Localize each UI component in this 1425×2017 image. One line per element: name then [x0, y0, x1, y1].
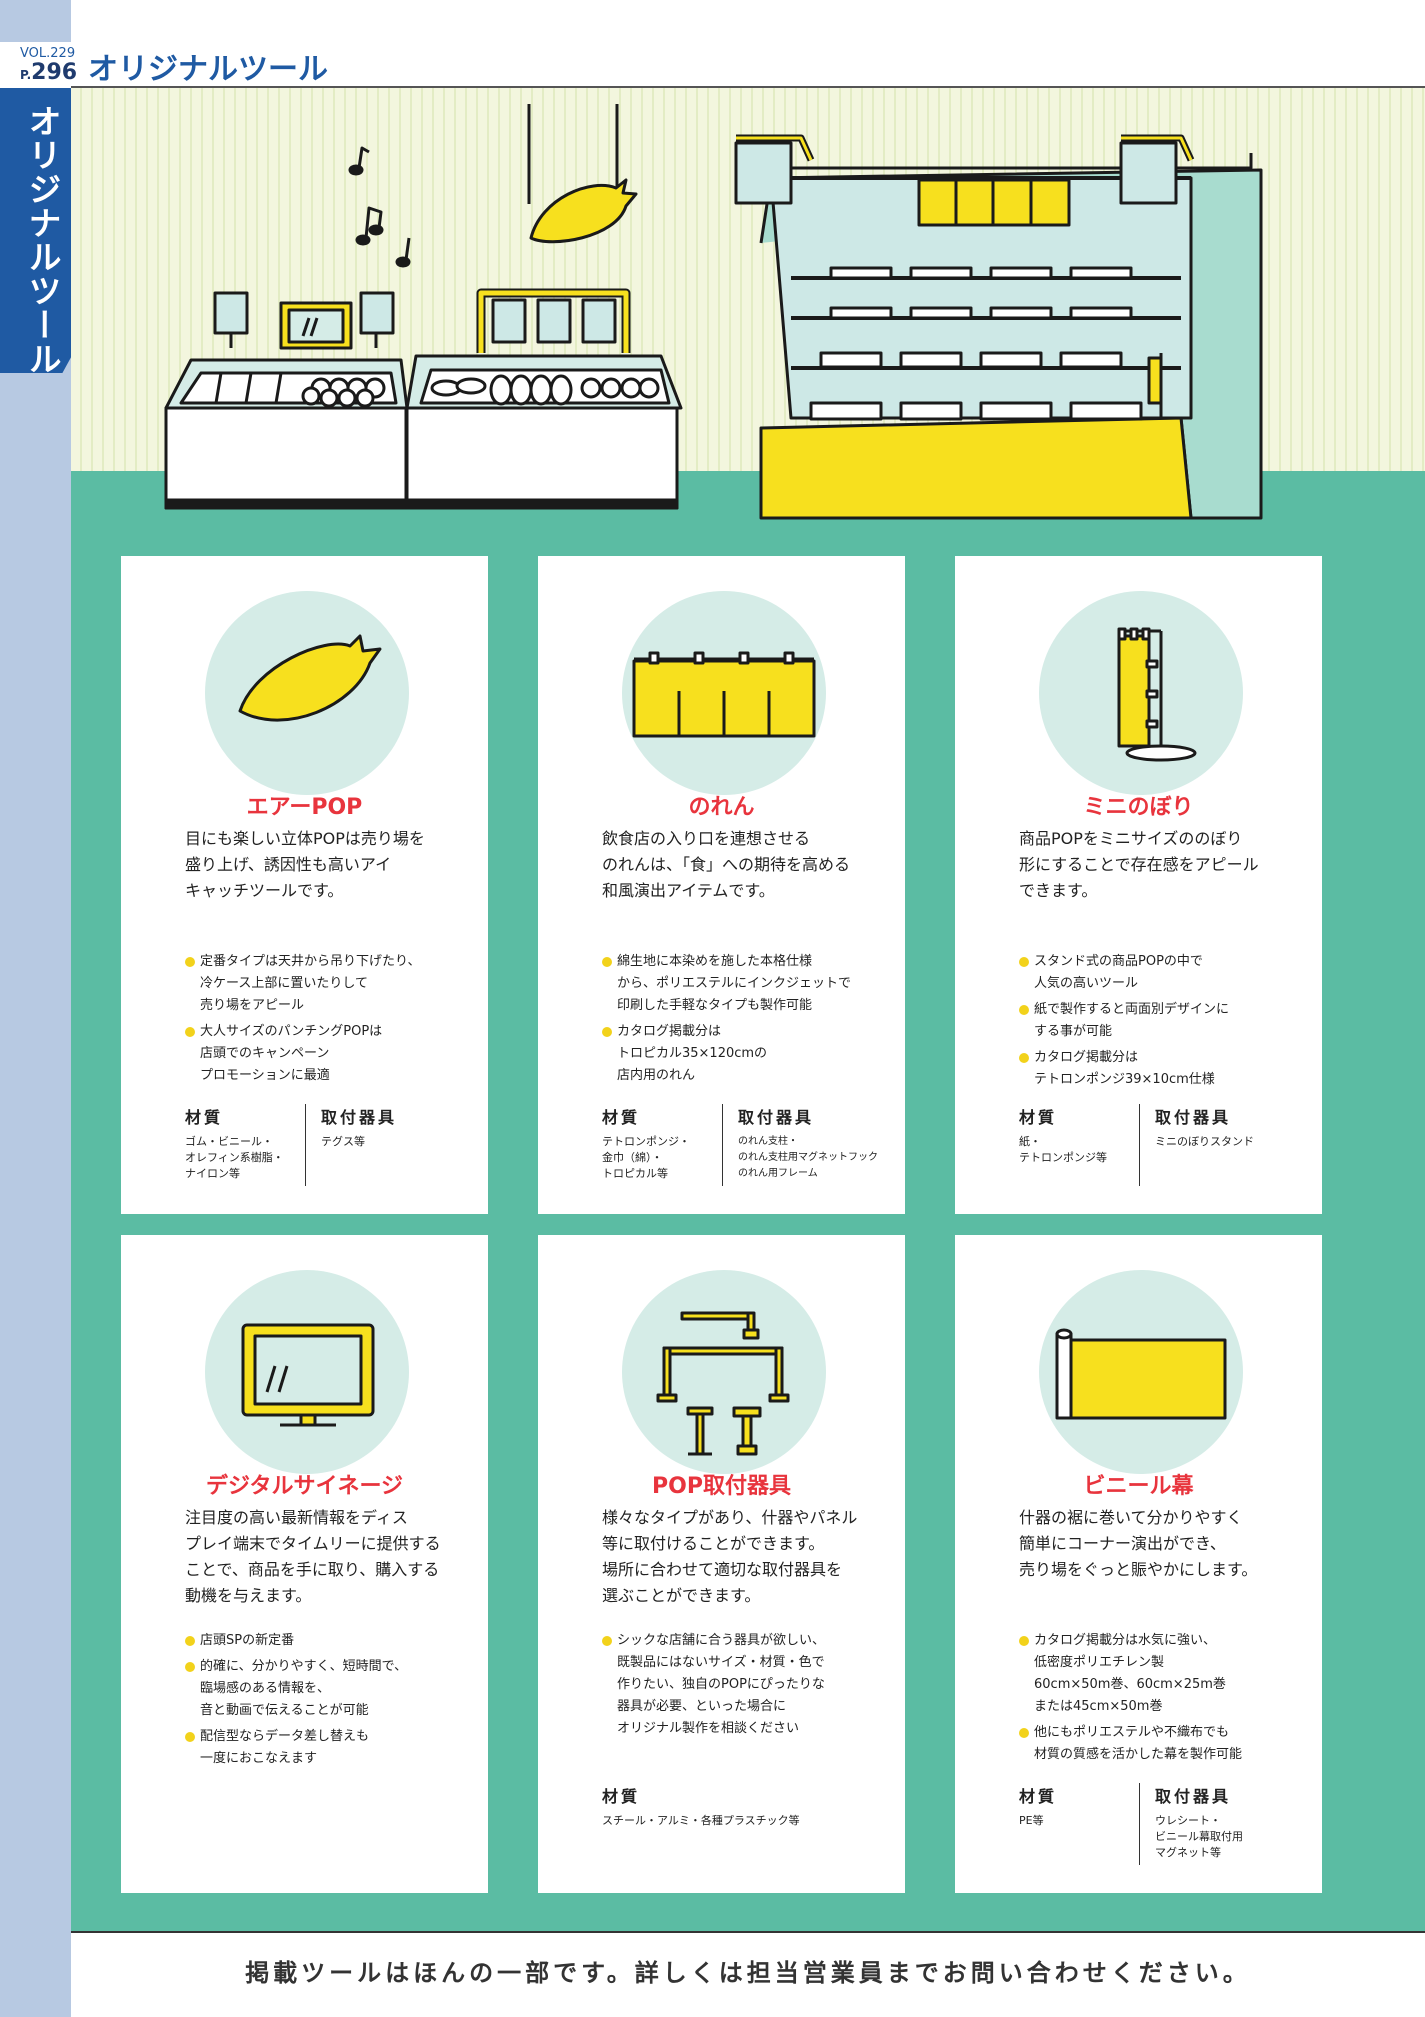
mini-nobori-icon-circle: [1039, 591, 1243, 795]
air-pop-icon: [238, 634, 382, 722]
card-description: 商品POPをミニサイズののぼり形にすることで存在感をアピールできます。: [1019, 829, 1259, 900]
card-digital-signage: デジタルサイネージ 注目度の高い最新情報をディスプレイ端末でタイムリーに提供する…: [121, 1235, 488, 1893]
card-title: ミニのぼり: [1083, 795, 1194, 820]
music-notes-icon: [348, 146, 411, 268]
material-value: ゴム・ビニール・オレフィン系樹脂・ナイロン等: [185, 1135, 284, 1180]
volume-box: [0, 42, 72, 88]
produce-case-left: [164, 291, 409, 510]
material-heading: 材質: [1019, 1108, 1058, 1127]
card-spec: 材質スチール・アルミ・各種プラスチック等: [602, 1783, 862, 1865]
material-value: テトロンポンジ・金巾（綿）・トロピカル等: [602, 1135, 690, 1180]
footer-note: 掲載ツールはほんの一部です。詳しくは担当営業員までお問い合わせください。: [245, 1959, 1251, 1987]
fixture-value: のれん支柱・のれん支柱用マグネットフックのれん用フレーム: [738, 1136, 878, 1179]
fixture-heading: 取付器具: [1155, 1787, 1232, 1806]
card-title: ビニール幕: [1083, 1474, 1194, 1499]
fixture-value: ウレシート・ビニール幕取付用マグネット等: [1155, 1814, 1243, 1859]
noren-icon: [632, 651, 816, 738]
material-heading: 材質: [1019, 1787, 1058, 1806]
list-item: 定番タイプは天井から吊り下げたり、冷ケース上部に置いたりして売り場をアピール: [185, 951, 465, 1017]
monitor-icon: [241, 1323, 375, 1427]
footer: 掲載ツールはほんの一部です。詳しくは担当営業員までお問い合わせください。: [71, 1931, 1425, 2017]
card-title: エアーPOP: [246, 795, 363, 820]
vinyl-roll-icon: [1055, 1328, 1227, 1420]
list-item: 他にもポリエステルや不織布でも材質の質感を活かした幕を製作可能: [1019, 1722, 1299, 1766]
pop-fixtures-icon-circle: [622, 1270, 826, 1474]
card-description: 什器の裾に巻いて分かりやすく簡単にコーナー演出ができ、売り場をぐっと賑やかにしま…: [1019, 1508, 1258, 1579]
list-item: 大人サイズのパンチングPOPは店頭でのキャンペーンプロモーションに最適: [185, 1021, 465, 1087]
fixture-heading: 取付器具: [738, 1108, 815, 1127]
material-heading: 材質: [602, 1787, 641, 1806]
page-number: 296: [31, 60, 78, 85]
card-air-pop: エアーPOP 目にも楽しい立体POPは売り場を盛り上げ、誘因性も高いアイキャッチ…: [121, 556, 488, 1214]
card-description: 注目度の高い最新情報をディスプレイ端末でタイムリーに提供することで、商品を手に取…: [185, 1508, 441, 1605]
card-spec: 材質 PE等 取付器具ウレシート・ビニール幕取付用マグネット等: [1019, 1783, 1279, 1865]
mini-nobori-icon: [1117, 627, 1197, 762]
card-bullet-list: スタンド式の商品POPの中で人気の高いツール 紙で製作すると両面別デザインにする…: [1019, 951, 1299, 1095]
material-value: 紙・テトロンポンジ等: [1019, 1135, 1107, 1164]
card-bullet-list: 定番タイプは天井から吊り下げたり、冷ケース上部に置いたりして売り場をアピール 大…: [185, 951, 465, 1091]
side-tab: [0, 88, 78, 373]
card-vinyl-curtain: ビニール幕 什器の裾に巻いて分かりやすく簡単にコーナー演出ができ、売り場をぐっと…: [955, 1235, 1322, 1893]
card-bullet-list: シックな店舗に合う器具が欲しい、既製品にはないサイズ・材質・色で作りたい、独自の…: [602, 1630, 882, 1744]
card-title: のれん: [688, 795, 755, 820]
card-title: デジタルサイネージ: [205, 1474, 404, 1499]
card-bullet-list: 店頭SPの新定番 的確に、分かりやすく、短時間で、臨場感のある情報を、音と動画で…: [185, 1630, 465, 1774]
card-mini-nobori: ミニのぼり 商品POPをミニサイズののぼり形にすることで存在感をアピールできます…: [955, 556, 1322, 1214]
material-value: PE等: [1019, 1814, 1044, 1827]
card-pop-fixtures: POP取付器具 様々なタイプがあり、什器やパネル等に取付けることができます。場所…: [538, 1235, 905, 1893]
list-item: シックな店舗に合う器具が欲しい、既製品にはないサイズ・材質・色で作りたい、独自の…: [602, 1630, 882, 1740]
produce-case-right: [405, 288, 683, 510]
list-item: 的確に、分かりやすく、短時間で、臨場感のある情報を、音と動画で伝えることが可能: [185, 1656, 465, 1722]
list-item: 配信型ならデータ差し替えも一度におこなえます: [185, 1726, 465, 1770]
card-description: 目にも楽しい立体POPは売り場を盛り上げ、誘因性も高いアイキャッチツールです。: [185, 829, 425, 900]
page-number-label: P.296: [20, 60, 77, 85]
fixture-value: テグス等: [321, 1135, 365, 1148]
air-pop-hanging-icon: [527, 104, 638, 244]
page-title: オリジナルツール: [88, 52, 328, 87]
list-item: カタログ掲載分はトロピカル35×120cmの店内用のれん: [602, 1021, 882, 1087]
list-item: カタログ掲載分はテトロンポンジ39×10cm仕様: [1019, 1047, 1299, 1091]
fixture-value: ミニのぼりスタンド: [1155, 1135, 1254, 1148]
material-heading: 材質: [602, 1108, 641, 1127]
header-divider: [71, 86, 1425, 88]
material-value: スチール・アルミ・各種プラスチック等: [602, 1814, 800, 1827]
side-tab-label: オリジナルツール: [23, 104, 62, 376]
card-bullet-list: 綿生地に本染めを施した本格仕様から、ポリエステルにインクジェットで印刷した手軽な…: [602, 951, 882, 1091]
list-item: スタンド式の商品POPの中で人気の高いツール: [1019, 951, 1299, 995]
store-illustration: [164, 104, 1263, 520]
vinyl-curtain-icon-circle: [1039, 1270, 1243, 1474]
card-spec: 材質テトロンポンジ・金巾（綿）・トロピカル等 取付器具のれん支柱・のれん支柱用マ…: [602, 1104, 878, 1186]
digital-signage-icon-circle: [205, 1270, 409, 1474]
fixture-heading: 取付器具: [321, 1108, 398, 1127]
page-prefix: P.: [20, 68, 32, 82]
card-spec: 材質ゴム・ビニール・オレフィン系樹脂・ナイロン等 取付器具テグス等: [185, 1104, 445, 1186]
list-item: 綿生地に本染めを施した本格仕様から、ポリエステルにインクジェットで印刷した手軽な…: [602, 951, 882, 1017]
refrigerated-case: [734, 134, 1263, 520]
card-description: 飲食店の入り口を連想させるのれんは、「食」への期待を高める和風演出アイテムです。: [602, 829, 851, 900]
card-noren: のれん 飲食店の入り口を連想させるのれんは、「食」への期待を高める和風演出アイテ…: [538, 556, 905, 1214]
card-title: POP取付器具: [652, 1474, 791, 1499]
list-item: 紙で製作すると両面別デザインにする事が可能: [1019, 999, 1299, 1043]
volume-label: VOL.229: [20, 46, 76, 61]
list-item: 店頭SPの新定番: [185, 1630, 465, 1652]
card-spec: 材質紙・テトロンポンジ等 取付器具ミニのぼりスタンド: [1019, 1104, 1279, 1186]
pop-fixture-icon: [656, 1311, 790, 1456]
air-pop-icon-circle: [205, 591, 409, 795]
noren-icon-circle: [622, 591, 826, 795]
fixture-heading: 取付器具: [1155, 1108, 1232, 1127]
card-description: 様々なタイプがあり、什器やパネル等に取付けることができます。場所に合わせて適切な…: [602, 1508, 858, 1605]
material-heading: 材質: [185, 1108, 224, 1127]
